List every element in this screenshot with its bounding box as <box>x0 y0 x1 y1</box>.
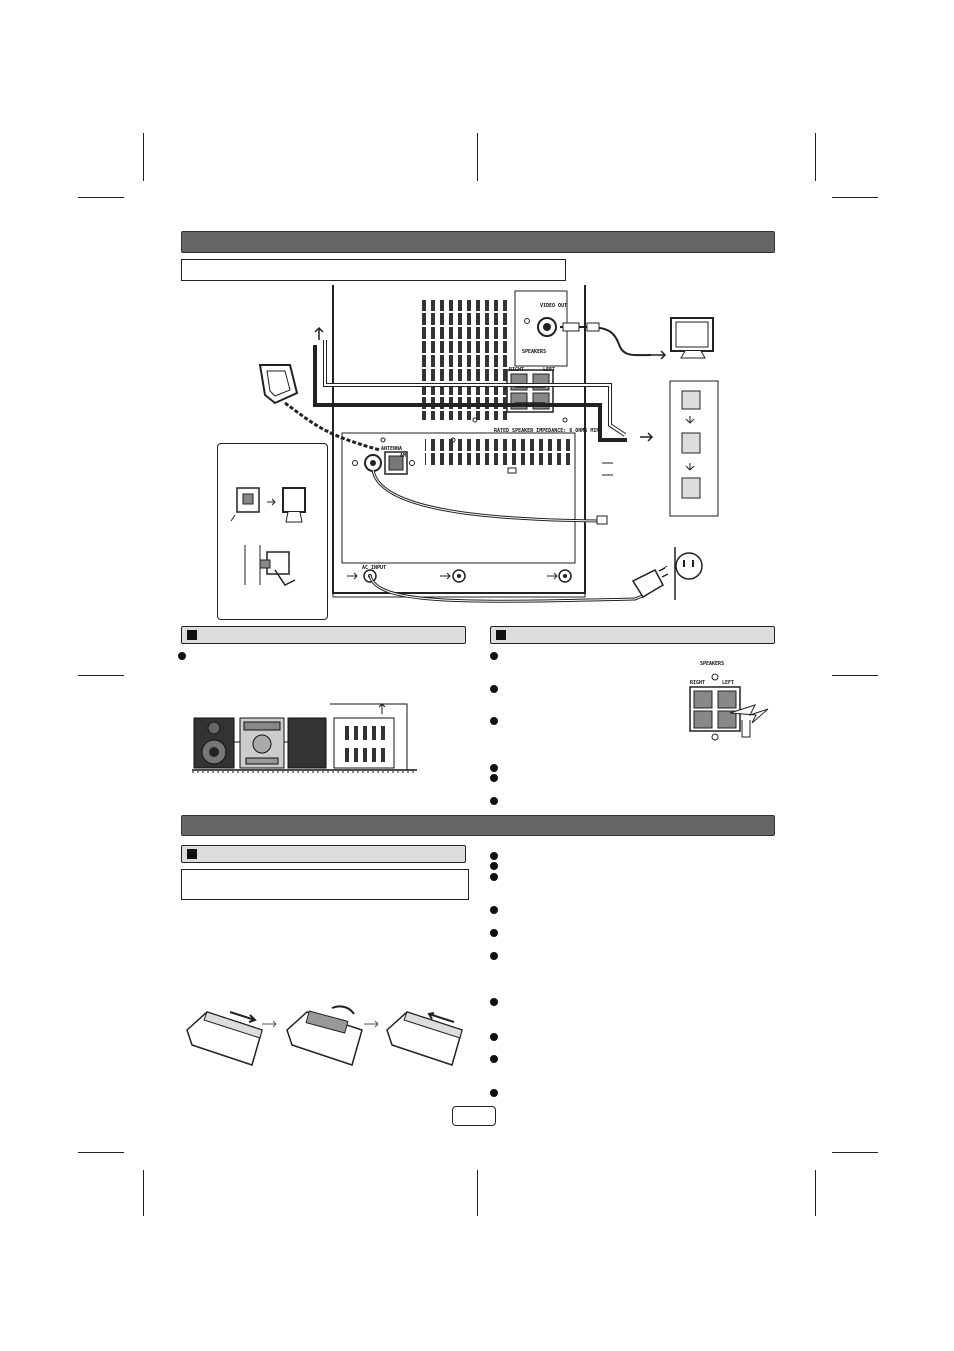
page-number-box <box>452 1106 496 1126</box>
crop-mark-top-left <box>143 133 144 181</box>
battery-installation-illustration <box>186 1005 463 1066</box>
antenna-assembly-illustration <box>230 487 306 586</box>
section-header-connections <box>181 231 775 253</box>
subsection-header-left-2 <box>181 845 466 863</box>
crop-mark-left-bottom <box>78 1152 124 1153</box>
crop-mark-bottom-right <box>815 1170 816 1216</box>
ac-plug-icon <box>631 567 669 599</box>
label-right: RIGHT <box>509 367 525 373</box>
bullet-point <box>490 1089 498 1097</box>
bullet-point <box>490 685 498 693</box>
crop-mark-bottom-center <box>477 1170 478 1216</box>
am-loop-antenna-icon <box>258 364 381 452</box>
bullet-point <box>490 652 498 660</box>
bullet-point <box>490 873 498 881</box>
caption-box-battery <box>181 869 469 900</box>
speaker-wire-instruction-panel <box>602 380 719 517</box>
bullet-point <box>490 862 498 870</box>
bullet-point <box>490 717 498 725</box>
speaker-placement-illustration <box>192 703 417 773</box>
inset-label-speakers: SPEAKERS <box>700 661 725 667</box>
connection-diagram <box>258 285 719 603</box>
label-antenna: ANTENNA <box>381 446 403 452</box>
label-am: AM <box>400 453 407 459</box>
bullet-point <box>490 998 498 1006</box>
subsection-header-right-1 <box>490 626 775 644</box>
label-video-out: VIDEO OUT <box>540 303 568 309</box>
bullet-point <box>490 764 498 772</box>
bullet-point <box>178 652 186 660</box>
speaker-wires <box>313 340 627 442</box>
bullet-point <box>490 1055 498 1063</box>
speaker-terminal-warning-illustration <box>689 673 769 741</box>
label-speakers: SPEAKERS <box>522 349 547 355</box>
speaker-icon <box>193 717 235 769</box>
crop-mark-top-center <box>477 133 478 181</box>
crop-mark-right-top <box>832 197 878 198</box>
crop-mark-top-right <box>815 133 816 181</box>
bullet-point <box>490 1033 498 1041</box>
inset-label-right: RIGHT <box>690 680 706 686</box>
up-arrow-icon <box>314 326 324 340</box>
crop-mark-right-bottom <box>832 1152 878 1153</box>
antenna-assembly-inset <box>217 443 328 620</box>
label-ac-input: AC INPUT <box>362 565 387 571</box>
crop-mark-left-mid <box>78 675 124 676</box>
bullet-point <box>490 952 498 960</box>
crop-mark-right-mid <box>832 675 878 676</box>
bullet-point <box>490 852 498 860</box>
subsection-header-left-1 <box>181 626 466 644</box>
crop-mark-left-top <box>78 197 124 198</box>
label-left: LEFT <box>543 367 556 373</box>
caption-box-connections <box>181 259 566 281</box>
crop-mark-bottom-left <box>143 1170 144 1216</box>
remote-control-icon <box>186 1011 263 1066</box>
bullet-point <box>490 906 498 914</box>
section-header-remote-control <box>181 815 775 836</box>
bullet-point <box>490 797 498 805</box>
bullet-point <box>490 929 498 937</box>
tv-monitor-icon <box>670 317 714 359</box>
wall-outlet-icon <box>660 547 703 600</box>
inset-label-left: LEFT <box>722 680 735 686</box>
main-unit-icon <box>239 717 285 769</box>
label-rated-impedance: RATED SPEAKER IMPEDANCE: 6 OHMS MIN. <box>494 428 603 434</box>
bullet-point <box>490 774 498 782</box>
